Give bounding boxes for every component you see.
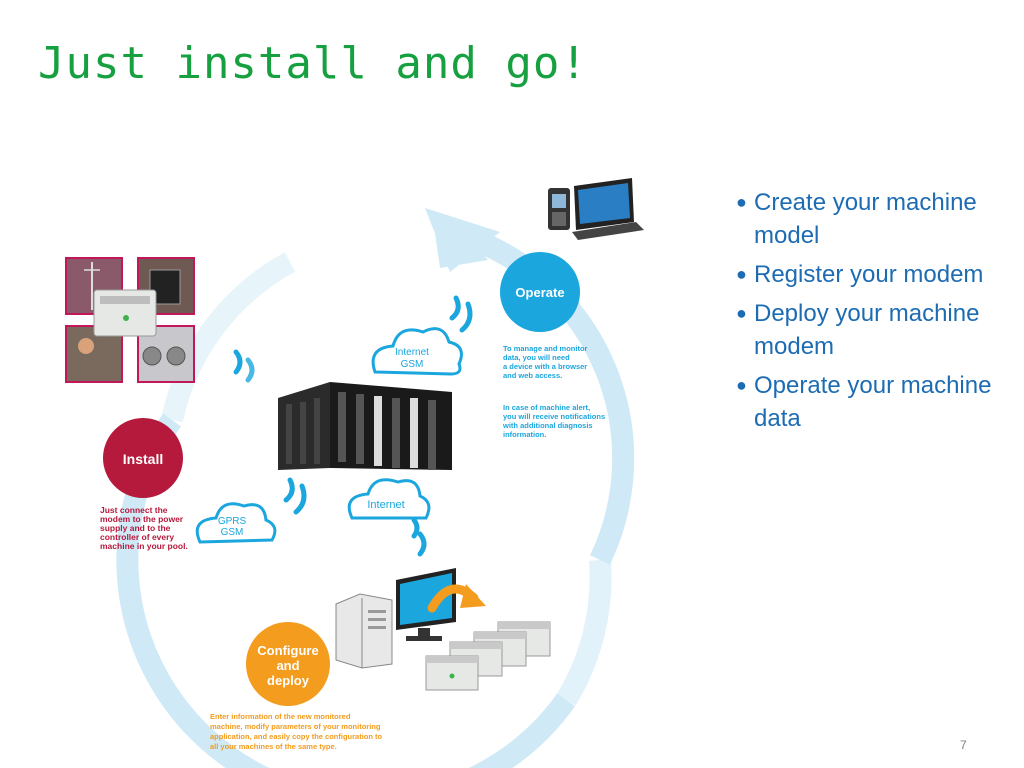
description-line: machine in your pool. (100, 541, 188, 551)
bullet-item: ● Create your machine model (736, 186, 996, 252)
cloud-label: GSM (401, 359, 424, 370)
bullet-item: ● Register your modem (736, 258, 996, 291)
bullet-text: Register your modem (754, 261, 984, 288)
monitor-icon (396, 568, 456, 641)
description-line: supply and to the (100, 523, 171, 533)
description-line: with additional diagnosis (502, 421, 593, 430)
install-photo-collage (65, 257, 195, 383)
bullet-text: Deploy your machine modem (754, 300, 980, 360)
server-racks-icon (278, 382, 452, 470)
modem-stack-icon (425, 621, 551, 691)
bullet-list: ● Create your machine model ● Register you… (736, 186, 996, 441)
wireless-signal-icon (233, 295, 473, 557)
configure-label: Configure (257, 643, 318, 658)
cloud-label: GSM (221, 527, 244, 538)
bullet-dot-icon: ● (736, 192, 747, 212)
bullet-item: ● Deploy your machine modem (736, 297, 996, 363)
cloud-label: Internet (367, 499, 404, 511)
install-stage: Install (103, 418, 183, 498)
bullet-dot-icon: ● (736, 303, 747, 323)
laptop-icon (572, 178, 644, 240)
description-line: machine, modify parameters of your monit… (210, 722, 381, 731)
description-line: information. (503, 430, 546, 439)
bullet-dot-icon: ● (736, 375, 747, 395)
bullet-text: Create your machine model (754, 189, 977, 249)
gprs-gsm-cloud-icon: GPRS GSM (195, 502, 277, 544)
slide-title: Just install and go! (38, 38, 588, 89)
description-line: Just connect the (100, 505, 168, 515)
description-line: application, and easily copy the configu… (210, 732, 383, 741)
description-line: data, you will need (503, 353, 570, 362)
cycle-arrow (116, 208, 635, 768)
cloud-label: GPRS (218, 516, 247, 527)
description-line: To manage and monitor (503, 344, 588, 353)
description-line: controller of every (100, 532, 174, 542)
phone-icon (548, 188, 570, 230)
description-line: and web access. (503, 371, 562, 380)
configure-label: and (276, 658, 299, 673)
cloud-label: Internet (395, 347, 429, 358)
configure-stage: Configure and deploy (246, 622, 330, 706)
configure-label: deploy (267, 673, 310, 688)
operate-description: To manage and monitor data, you will nee… (502, 344, 605, 439)
copy-arrow-icon (427, 584, 486, 613)
page-number: 7 (960, 738, 967, 752)
install-description: Just connect the modem to the power supp… (100, 505, 188, 551)
description-line: Enter information of the new monitored (210, 712, 351, 721)
description-line: you will receive notifications (503, 412, 605, 421)
description-line: a device with a browser (503, 362, 587, 371)
operate-label: Operate (515, 285, 564, 300)
tower-pc-icon (335, 593, 393, 669)
internet-cloud-icon: Internet (347, 478, 431, 520)
bullet-item: ● Operate your machine data (736, 369, 996, 435)
cycle-arrowhead (425, 208, 500, 272)
install-label: Install (123, 451, 163, 467)
description-line: all your machines of the same type. (210, 742, 337, 751)
description-line: In case of machine alert, (503, 403, 590, 412)
description-line: modem to the power (100, 514, 184, 524)
configure-description: Enter information of the new monitored m… (210, 712, 383, 751)
operate-stage: Operate (500, 252, 580, 332)
internet-gsm-cloud-icon: Internet GSM (371, 327, 463, 376)
bullet-dot-icon: ● (736, 264, 747, 284)
bullet-text: Operate your machine data (754, 372, 992, 432)
